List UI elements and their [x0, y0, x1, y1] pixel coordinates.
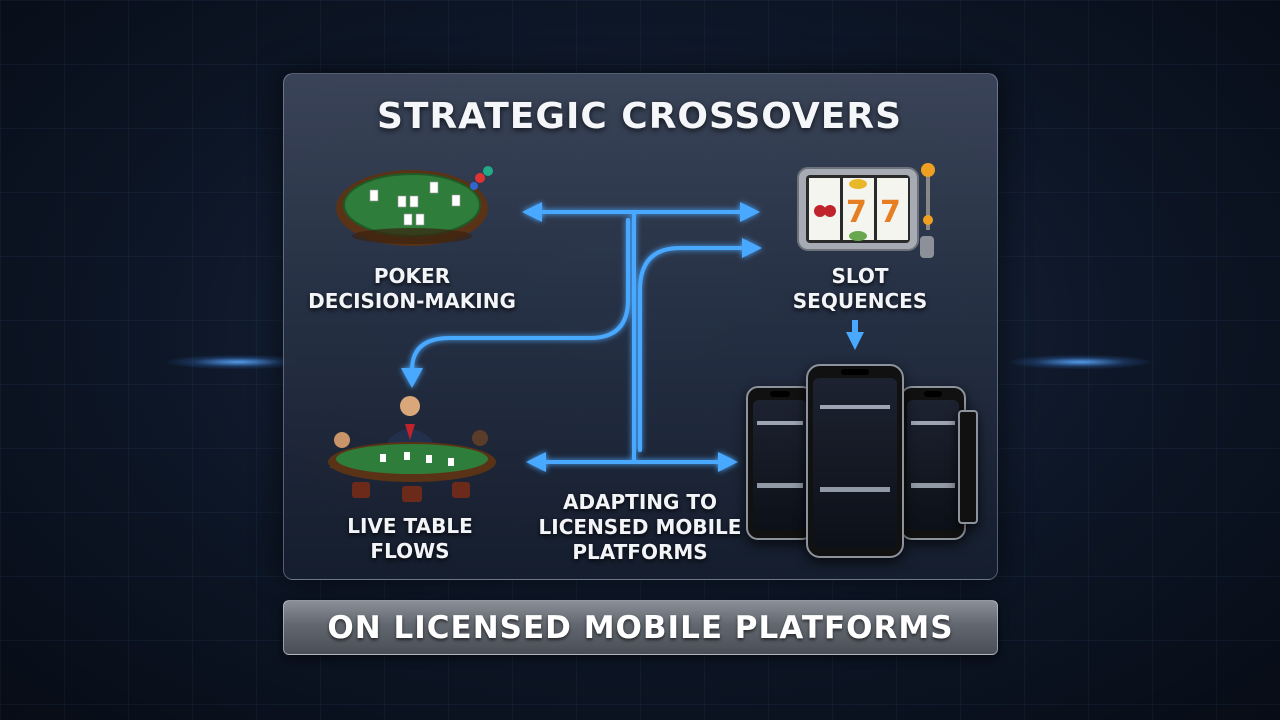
- phone-right: [900, 386, 966, 540]
- svg-text:7: 7: [846, 195, 867, 230]
- phone-center: [806, 364, 904, 558]
- phone-far-right: [958, 410, 978, 524]
- footer-text: ON LICENSED MOBILE PLATFORMS: [327, 609, 954, 646]
- right-glow: [1010, 355, 1150, 369]
- phone-left: [746, 386, 814, 540]
- arrowhead-left-bottom: [526, 452, 546, 472]
- arrow-slot-to-mobile: [846, 320, 864, 350]
- arrowhead-right-bottom: [718, 452, 738, 472]
- footer-banner: ON LICENSED MOBILE PLATFORMS: [283, 600, 998, 655]
- arrow-to-slot: [638, 246, 744, 452]
- svg-text:7: 7: [880, 195, 901, 230]
- arrowhead-left-top: [522, 202, 542, 222]
- arrowhead-down-live: [401, 368, 423, 388]
- diagram-title: STRATEGIC CROSSOVERS: [376, 96, 903, 137]
- arrowhead-right-mid: [742, 238, 762, 258]
- arrowhead-right-top: [740, 202, 760, 222]
- left-glow: [168, 355, 308, 369]
- arrow-to-live: [410, 218, 630, 372]
